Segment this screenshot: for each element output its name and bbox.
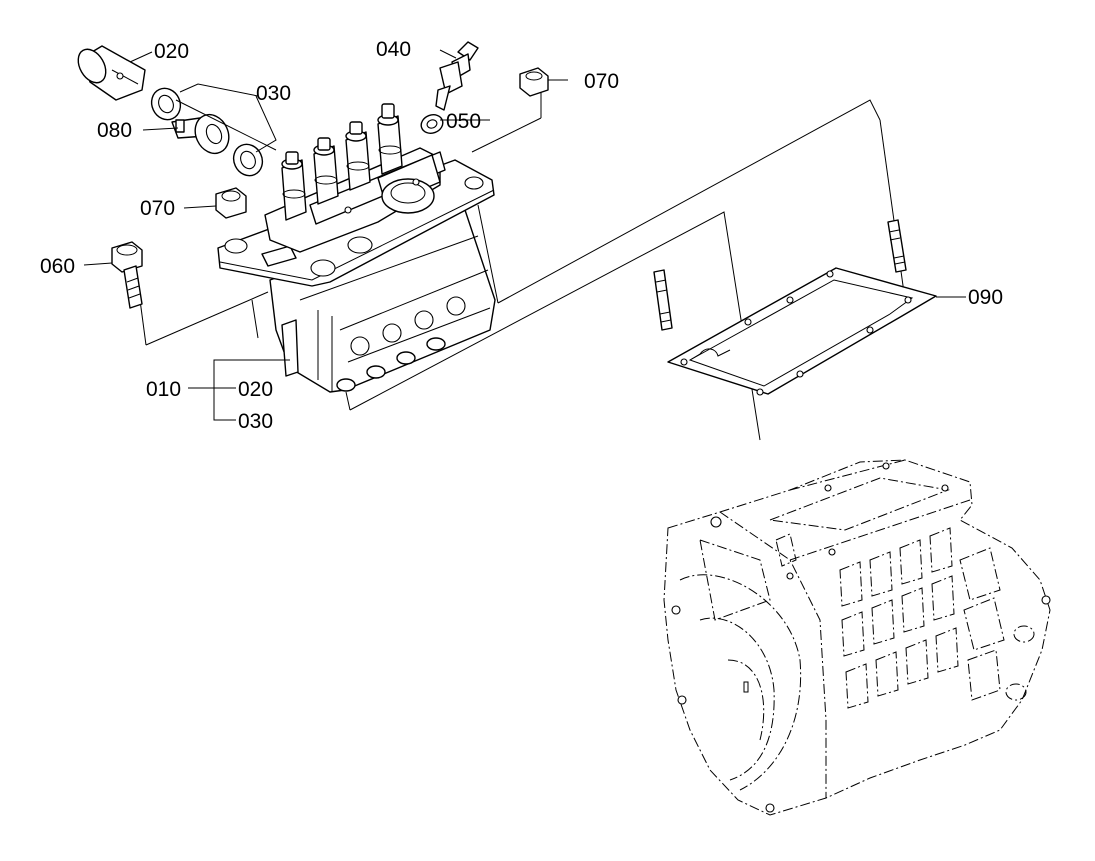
nut-top (519, 67, 549, 97)
callout-010: 010 (146, 378, 181, 401)
callout-leaders (83, 49, 966, 421)
banjo-fitting (171, 113, 230, 155)
gear-case-housing (663, 459, 1051, 816)
hose-nipple (435, 41, 479, 111)
callout-060: 060 (40, 255, 75, 278)
washer-050 (420, 114, 444, 134)
washer-upper (150, 87, 182, 121)
callout-020-top: 020 (154, 40, 189, 63)
injection-pump-assembly (217, 103, 496, 393)
callout-080: 080 (97, 119, 132, 142)
callout-020-group: 020 (238, 378, 273, 401)
callout-090: 090 (968, 286, 1003, 309)
banjo-bolt (77, 45, 146, 101)
washer-lower (232, 143, 264, 177)
gasket (667, 267, 937, 396)
callout-070-top: 070 (584, 70, 619, 93)
callout-030-top: 030 (256, 82, 291, 105)
callout-070-left: 070 (140, 197, 175, 220)
callout-labels: 020 030 080 040 050 070 070 060 090 010 … (40, 38, 1003, 433)
nut-left (215, 187, 247, 219)
callout-050: 050 (446, 110, 481, 133)
callout-030-group: 030 (238, 410, 273, 433)
stud-right (887, 219, 907, 273)
stud-left (653, 269, 673, 331)
callout-040: 040 (376, 38, 411, 61)
delivery-valve-holders (281, 103, 403, 221)
flange-bolt (111, 241, 143, 309)
